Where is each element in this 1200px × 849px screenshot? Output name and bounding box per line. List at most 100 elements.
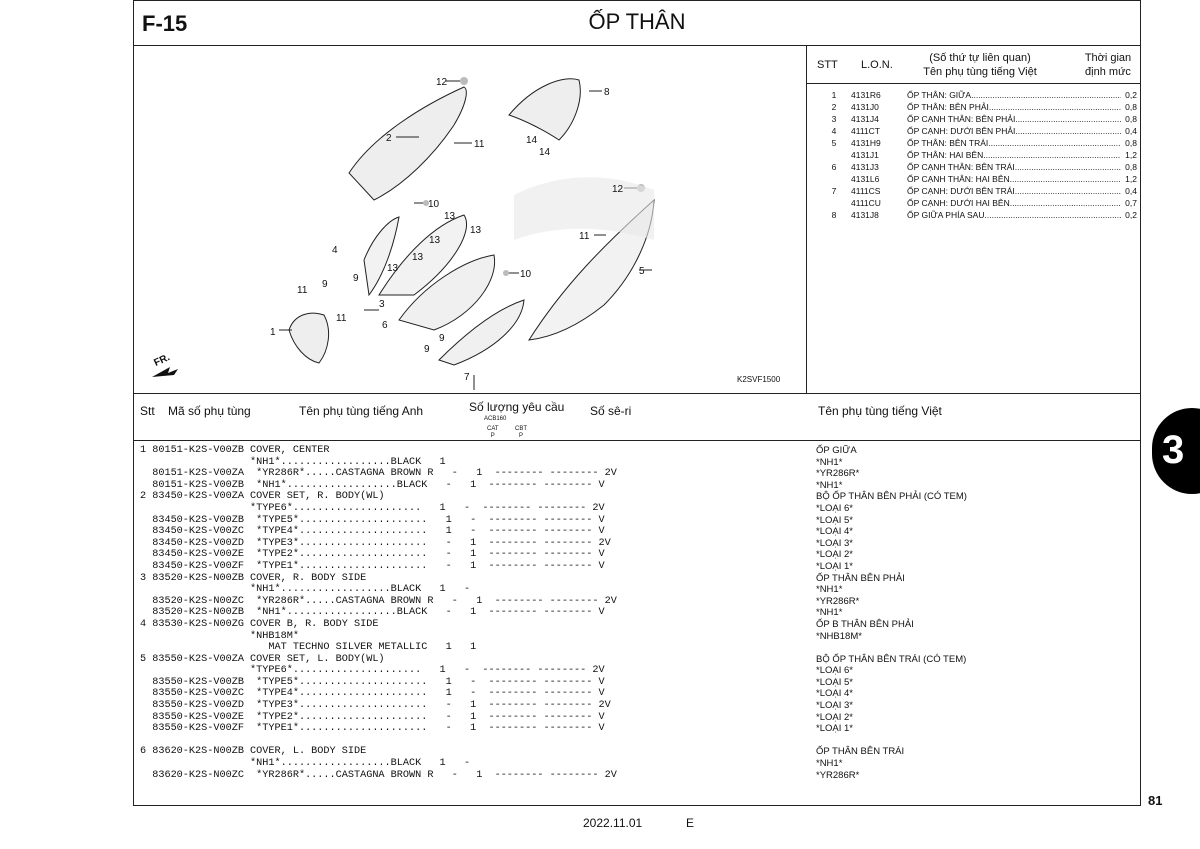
table-row: 2 83450-K2S-V00ZA COVER SET, R. BODY(WL)… xyxy=(140,491,1140,503)
diagram-callout: 9 xyxy=(322,279,328,290)
labor-time-row: 3 4131J4 ỐP CẠNH THÂN: BÊN PHẢI.........… xyxy=(831,114,1137,124)
section-tab: 3 xyxy=(1152,408,1200,494)
part-name-vn: *YR286R* xyxy=(816,595,860,607)
part-line: 83450-K2S-V00ZF *TYPE1*.................… xyxy=(140,560,605,572)
part-line: *NHB18M* xyxy=(140,630,299,642)
part-line: 83620-K2S-N00ZC *YR286R*.....CASTAGNA BR… xyxy=(140,769,617,781)
col-name-en: Tên phụ tùng tiếng Anh xyxy=(299,404,424,418)
part-name-vn: ỐP B THÂN BÊN PHẢI xyxy=(816,618,914,630)
table-row: 83620-K2S-N00ZC *YR286R*.....CASTAGNA BR… xyxy=(140,770,1140,782)
part-line: 83550-K2S-V00ZD *TYPE3*.................… xyxy=(140,700,611,712)
diagram-callout: 13 xyxy=(387,263,399,274)
col-name-vn: Tên phụ tùng tiếng Việt xyxy=(818,404,942,418)
table-row: *NHB18M**NHB18M* xyxy=(140,631,1140,643)
diagram-callout: 12 xyxy=(612,184,624,195)
page-frame: F-15 ỐP THÂN xyxy=(133,0,1141,806)
part-name-vn: *LOẠI 5* xyxy=(816,514,853,526)
table-row: 83550-K2S-V00ZD *TYPE3*.................… xyxy=(140,700,1140,712)
part-name-vn: *LOẠI 2* xyxy=(816,549,853,561)
diagram-callout: 6 xyxy=(382,320,388,331)
parts-list: 1 80151-K2S-V00ZB COVER, CENTER ỐP GIỮA *… xyxy=(140,445,1140,781)
labor-time-row: 2 4131J0 ỐP THÂN: BÊN PHẢI..............… xyxy=(831,102,1137,112)
exploded-diagram: 12 8 2 11 14 14 12 10 13 13 11 4 13 13 1… xyxy=(134,45,807,393)
qty-cat: CAT P xyxy=(487,426,499,439)
part-name-vn: ỐP THÂN BÊN TRÁI xyxy=(816,746,905,758)
part-name-vn: ỐP GIỮA xyxy=(816,445,857,456)
diagram-drawing: 12 8 2 11 14 14 12 10 13 13 11 4 13 13 1… xyxy=(152,77,655,390)
part-line: 5 83550-K2S-V00ZA COVER SET, L. BODY(WL) xyxy=(140,653,385,665)
diagram-callout: 11 xyxy=(579,231,590,242)
diagram-callout: 13 xyxy=(429,235,441,246)
labor-time-row: 7 4111CS ỐP CẠNH: DƯỚI BÊN TRÁI.........… xyxy=(831,186,1137,196)
part-name-vn: *NH1* xyxy=(816,456,843,468)
qty-model: ACB160 xyxy=(484,416,507,422)
table-row: 83550-K2S-V00ZE *TYPE2*.................… xyxy=(140,712,1140,724)
table-row: 80151-K2S-V00ZA *YR286R*.....CASTAGNA BR… xyxy=(140,468,1140,480)
col-qty: Số lượng yêu cầu xyxy=(469,400,565,414)
diagram-callout: 13 xyxy=(412,252,424,263)
labor-time-row: 5 4131H9 ỐP THÂN: BÊN TRÁI..............… xyxy=(831,138,1137,148)
part-name-vn: *LOẠI 4* xyxy=(816,688,853,700)
table-row: 83450-K2S-V00ZF *TYPE1*.................… xyxy=(140,561,1140,573)
table-row: 83550-K2S-V00ZB *TYPE5*.................… xyxy=(140,677,1140,689)
part-line: 83450-K2S-V00ZB *TYPE5*.................… xyxy=(140,514,605,526)
diagram-callout: 3 xyxy=(379,299,385,310)
labor-time-header: STT L.O.N. (Số thứ tự liên quan) Tên phụ… xyxy=(807,45,1140,84)
part-line: 2 83450-K2S-V00ZA COVER SET, R. BODY(WL) xyxy=(140,491,385,503)
col-stt: STT xyxy=(817,59,838,71)
table-row: 83550-K2S-V00ZC *TYPE4*.................… xyxy=(140,688,1140,700)
part-line: 83450-K2S-V00ZC *TYPE4*.................… xyxy=(140,526,605,538)
diagram-callout: 10 xyxy=(520,269,532,280)
page-number: 81 xyxy=(1148,793,1163,808)
diagram-callout: 11 xyxy=(336,313,347,324)
part-line: 83520-K2S-N00ZC *YR286R*.....CASTAGNA BR… xyxy=(140,595,617,607)
front-arrow-icon xyxy=(152,367,178,377)
diagram-callout: 9 xyxy=(439,333,445,344)
labor-time-panel: STT L.O.N. (Số thứ tự liên quan) Tên phụ… xyxy=(807,45,1140,393)
col-name-vn: (Số thứ tự liên quan) Tên phụ tùng tiếng… xyxy=(923,52,1037,78)
labor-time-row: 8 4131J8 ỐP GIỮA PHÍA SAU...............… xyxy=(831,210,1137,220)
labor-time-row: 1 4131R6 ỐP THÂN: GIỮA..................… xyxy=(831,90,1137,100)
qty-cbt: CBT P xyxy=(515,426,527,439)
part-line: 83550-K2S-V00ZF *TYPE1*.................… xyxy=(140,723,605,735)
part-name-vn: BỘ ỐP THÂN BÊN TRÁI (CÓ TEM) xyxy=(816,653,967,665)
part-line: 80151-K2S-V00ZA *YR286R*.....CASTAGNA BR… xyxy=(140,468,617,480)
part-line: 83550-K2S-V00ZB *TYPE5*.................… xyxy=(140,676,605,688)
table-row: 80151-K2S-V00ZB *NH1*..................B… xyxy=(140,480,1140,492)
table-row: *NH1*..................BLACK 1 -*NH1* xyxy=(140,584,1140,596)
labor-time-row: 4131J1 ỐP THÂN: HAI BÊN.................… xyxy=(851,150,1137,160)
part-name-vn: *LOẠI 1* xyxy=(816,723,853,735)
page-title: ỐP THÂN xyxy=(588,9,686,34)
labor-time-rows: 1 4131R6 ỐP THÂN: GIỮA..................… xyxy=(807,89,1140,221)
diagram-callout: 2 xyxy=(386,133,392,144)
diagram-callout: 14 xyxy=(539,147,551,158)
parts-table-header: Stt Mã số phụ tùng Tên phụ tùng tiếng An… xyxy=(134,393,1140,441)
part-line: *TYPE6*..................... 1 - -------… xyxy=(140,665,605,677)
diagram-callout: 4 xyxy=(332,245,338,256)
part-name-vn: *LOẠI 5* xyxy=(816,676,853,688)
part-name-vn: *LOẠI 1* xyxy=(816,560,853,572)
print-date: 2022.11.01 xyxy=(583,816,643,830)
page-footer: 2022.11.01 E xyxy=(583,816,694,830)
part-name-vn: *LOẠI 4* xyxy=(816,526,853,538)
col-part-no: Mã số phụ tùng xyxy=(168,404,251,418)
part-line: 1 80151-K2S-V00ZB COVER, CENTER xyxy=(140,445,330,456)
part-line: 4 83530-K2S-N00ZG COVER B, R. BODY SIDE xyxy=(140,618,379,630)
table-row: 83450-K2S-V00ZD *TYPE3*.................… xyxy=(140,538,1140,550)
part-line: 83520-K2S-N00ZB *NH1*..................B… xyxy=(140,607,605,619)
diagram-callout: 5 xyxy=(639,266,645,277)
diagram-code: K2SVF1500 xyxy=(737,375,781,384)
page-header: F-15 ỐP THÂN xyxy=(134,1,1140,46)
edition: E xyxy=(686,816,695,830)
part-name-vn: *LOẠI 6* xyxy=(816,665,853,677)
part-name-vn: *NH1* xyxy=(816,479,843,491)
part-line: 83450-K2S-V00ZE *TYPE2*.................… xyxy=(140,549,605,561)
labor-time-row: 6 4131J3 ỐP CẠNH THÂN: BÊN TRÁI.........… xyxy=(831,162,1137,172)
diagram-callout: 10 xyxy=(428,199,440,210)
table-row: 4 83530-K2S-N00ZG COVER B, R. BODY SIDE Ố… xyxy=(140,619,1140,631)
part-name-vn: *LOẠI 3* xyxy=(816,537,853,549)
diagram-callout: 12 xyxy=(436,77,448,88)
col-time: Thời gian định mức xyxy=(1084,52,1132,78)
